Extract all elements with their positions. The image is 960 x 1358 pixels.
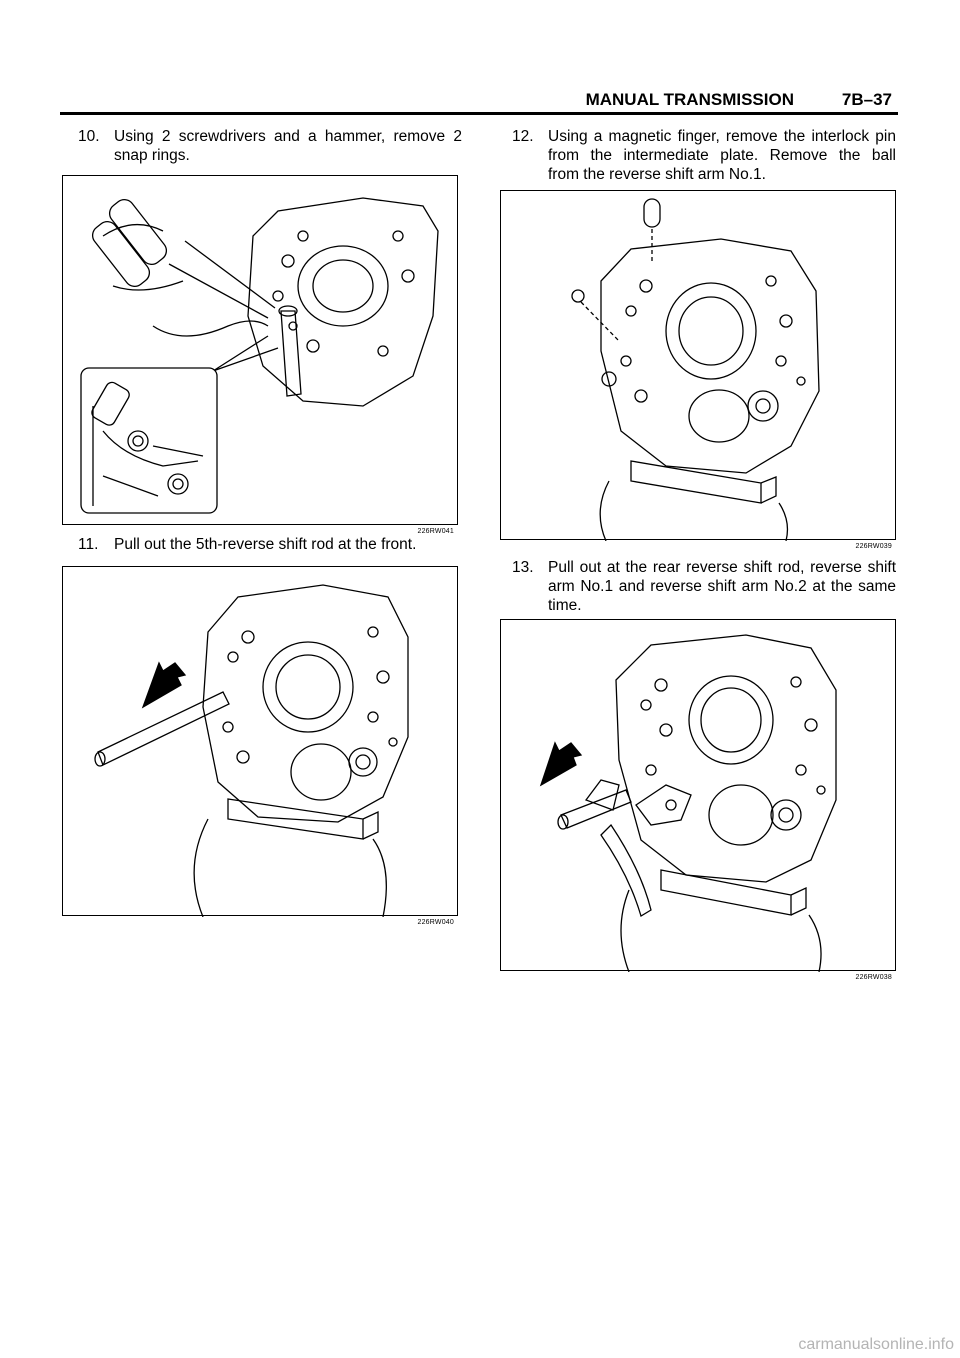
- step-number: 11.: [78, 536, 99, 553]
- figure-code: 226RW041: [417, 528, 454, 535]
- section-title: MANUAL TRANSMISSION: [585, 90, 794, 109]
- reverse-shift-arms-illustration: [539, 634, 837, 972]
- figure-pull-out-5th-reverse-rod: 226RW040: [62, 566, 458, 926]
- figure-snap-ring-removal: 226RW041: [62, 175, 458, 535]
- page-number: 7B–37: [841, 90, 892, 109]
- pull-out-rod-illustration: [94, 584, 409, 917]
- step-text-line: time.: [548, 597, 582, 614]
- step-text-line: Pull out at the rear reverse shift rod, …: [548, 559, 896, 576]
- step-12: 12. Using a magnetic finger, remove the …: [512, 127, 896, 187]
- step-11: 11. Pull out the 5th-reverse shift rod a…: [78, 535, 462, 557]
- figure-interlock-pin-removal: 226RW039: [500, 190, 896, 550]
- watermark: carmanualsonline.info: [798, 1336, 954, 1353]
- step-number: 10.: [78, 128, 100, 145]
- interlock-pin-illustration: [571, 198, 820, 541]
- figure-code: 226RW038: [855, 974, 892, 981]
- step-text-line: Using a magnetic finger, remove the inte…: [548, 128, 896, 145]
- step-text-line: from the reverse shift arm No.1.: [548, 166, 766, 183]
- snap-ring-removal-illustration: [80, 197, 439, 514]
- step-text-line: snap rings.: [114, 147, 190, 164]
- step-number: 12.: [512, 128, 534, 145]
- step-10: 10. Using 2 screwdrivers and a hammer, r…: [78, 127, 462, 167]
- figure-code: 226RW040: [417, 919, 454, 926]
- step-number: 13.: [512, 559, 534, 576]
- page-header: MANUAL TRANSMISSION 7B–37: [60, 88, 898, 115]
- step-text-line: from the intermediate plate. Remove the …: [548, 147, 896, 164]
- step-text-line: Using 2 screwdrivers and a hammer, remov…: [114, 128, 462, 145]
- step-text-line: Pull out the 5th-reverse shift rod at th…: [114, 536, 417, 553]
- step-text-line: arm No.1 and reverse shift arm No.2 at t…: [548, 578, 896, 595]
- figure-code: 226RW039: [855, 543, 892, 550]
- figure-reverse-shift-arms-removal: 226RW038: [500, 619, 896, 981]
- step-13: 13. Pull out at the rear reverse shift r…: [512, 558, 896, 618]
